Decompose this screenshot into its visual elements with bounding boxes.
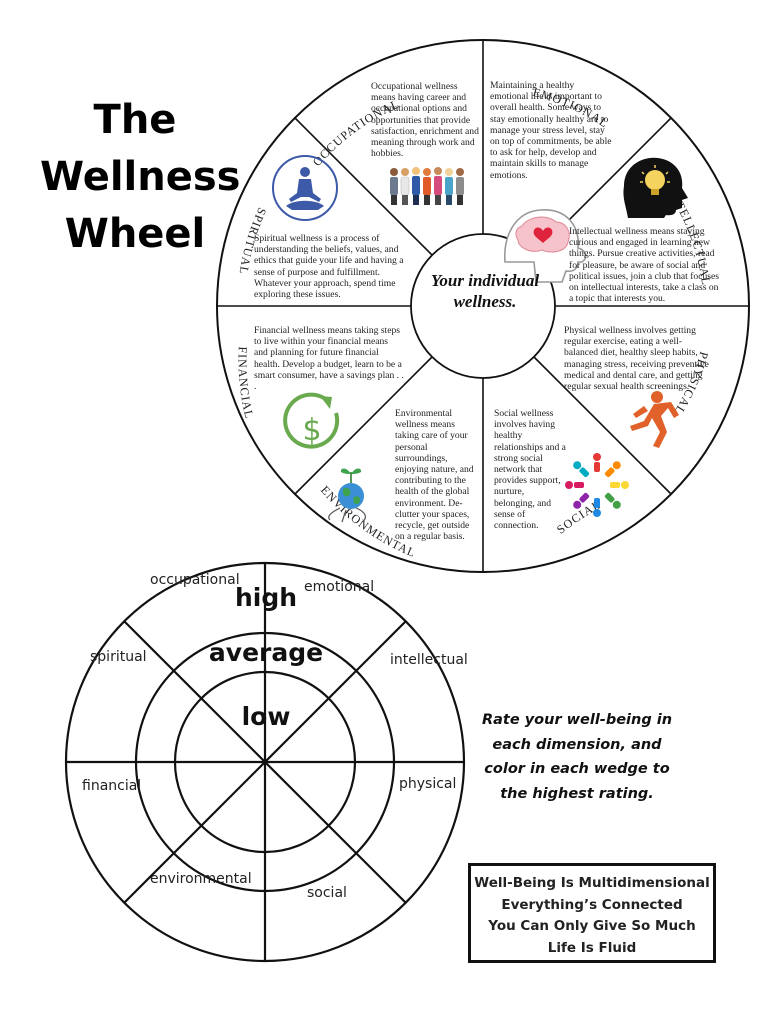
rating-instruction: Rate your well-being in each dimension, … [481, 712, 673, 802]
desc-emotional: Maintaining a healthy emotional life is … [490, 80, 612, 181]
dollar-recycle-icon: $ [283, 392, 340, 449]
title-line: Wellness [40, 154, 241, 200]
dim-spiritual: spiritual [90, 649, 147, 665]
people-circle-icon [565, 453, 629, 517]
runner-icon [630, 391, 679, 448]
dim-occupational: occupational [150, 572, 240, 588]
dim-environmental: environmental [150, 871, 252, 887]
level-low: low [241, 702, 291, 731]
desc-social: Social wellness involves having healthy … [494, 408, 566, 532]
level-high: high [234, 583, 298, 612]
title-line: Wheel [64, 211, 206, 257]
page-title: The Wellness Wheel [40, 92, 241, 263]
brain-heart-icon [504, 209, 587, 283]
desc-occupational: Occupational wellness means having caree… [371, 81, 479, 160]
box-line: Life Is Fluid [547, 939, 637, 956]
dim-emotional: emotional [304, 579, 375, 595]
dim-physical: physical [399, 776, 457, 792]
wellness-wheel: OCCUPATIONAL EMOTIONAL INTELLECTUAL PHYS… [216, 39, 750, 573]
svg-text:$: $ [302, 413, 321, 448]
desc-physical: Physical wellness involves getting regul… [564, 325, 709, 393]
dim-intellectual: intellectual [390, 652, 468, 668]
dim-social: social [307, 885, 347, 901]
head-lightbulb-icon [623, 157, 688, 218]
globe-plant-icon [328, 468, 366, 523]
desc-spiritual: Spiritual wellness is a process of under… [254, 233, 404, 301]
meditation-icon [272, 155, 338, 221]
box-line: Everything’s Connected [501, 896, 683, 913]
title-line: The [93, 97, 177, 143]
level-average: average [208, 638, 324, 667]
box-line: You Can Only Give So Much [488, 918, 696, 934]
desc-financial: Financial wellness means taking steps to… [254, 325, 404, 393]
desc-environmental: Environmental wellness means taking care… [395, 408, 474, 543]
desc-intellectual: Intellectual wellness means staying curi… [569, 226, 720, 305]
wellbeing-box: Well-Being Is Multidimensional Everythin… [468, 863, 716, 963]
wheel-center-text: Your individual wellness. [430, 271, 540, 311]
dim-financial: financial [82, 778, 142, 794]
rating-wheel [64, 561, 466, 963]
box-line: Well-Being Is Multidimensional [474, 875, 710, 891]
workers-icon [390, 167, 464, 205]
